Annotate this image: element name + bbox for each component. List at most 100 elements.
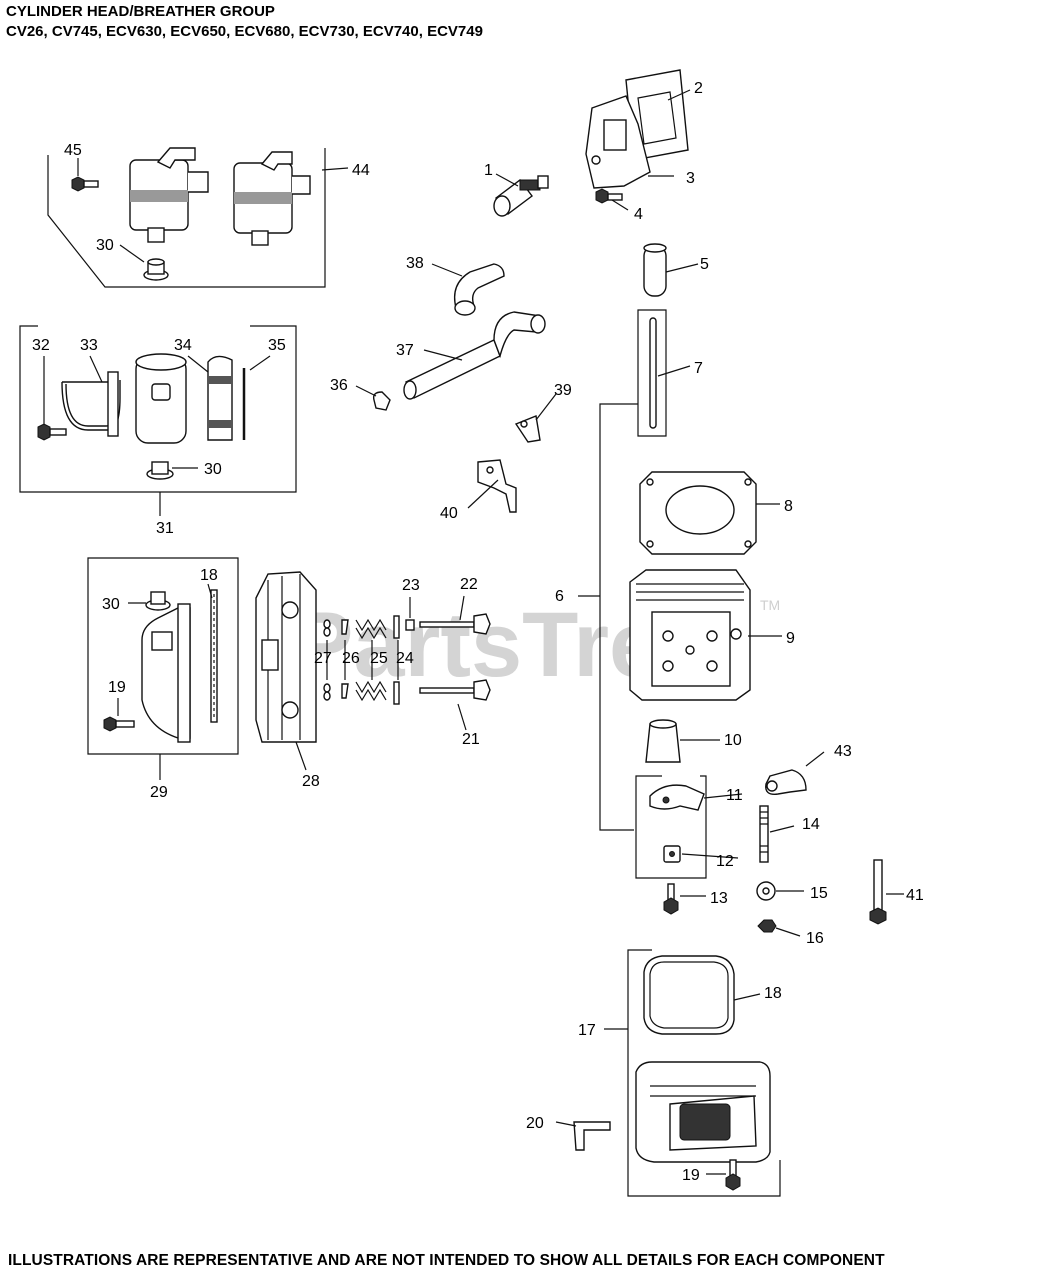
callout-1: 1 xyxy=(484,162,493,179)
breather-canister-left xyxy=(129,147,209,243)
valve-train xyxy=(323,595,491,731)
callout-11: 11 xyxy=(726,787,743,804)
group-44-bracket-line xyxy=(47,148,326,288)
exploded-parts-diagram: PartsTree TM xyxy=(19,69,924,1197)
valve-cover-29 xyxy=(141,603,191,743)
callout-25: 25 xyxy=(370,650,388,667)
valve-guide-10 xyxy=(645,719,681,763)
callout-26: 26 xyxy=(342,650,360,667)
clamp-36 xyxy=(372,391,391,411)
callout-16: 16 xyxy=(806,930,824,947)
pivot-12 xyxy=(663,845,681,863)
group-6-bracket-line xyxy=(599,403,638,831)
callout-34: 34 xyxy=(174,337,192,354)
callout-22: 22 xyxy=(460,576,478,593)
callout-18-left: 18 xyxy=(200,567,218,584)
push-rod-guide-5 xyxy=(643,243,667,297)
rocker-arm-11 xyxy=(649,784,705,811)
callout-36: 36 xyxy=(330,377,348,394)
callout-44: 44 xyxy=(352,162,370,179)
callout-19-right: 19 xyxy=(682,1167,700,1184)
callout-17: 17 xyxy=(578,1022,596,1039)
sensor-1 xyxy=(493,175,549,217)
gasket-18-right xyxy=(643,955,735,1035)
callout-20: 20 xyxy=(526,1115,544,1132)
retainers-26 xyxy=(341,619,349,699)
stud-14 xyxy=(759,805,769,863)
group-17-bracket-line xyxy=(627,949,781,1197)
callout-30-mid: 30 xyxy=(204,461,222,478)
group-17-valve-cover-kit xyxy=(555,949,781,1197)
breather-bracket-34 xyxy=(207,355,233,441)
grommet-30-mid xyxy=(146,461,174,480)
bolt-32 xyxy=(37,423,67,441)
gasket-18-left xyxy=(210,589,218,723)
bolt-45 xyxy=(71,176,99,192)
callout-41: 41 xyxy=(906,887,924,904)
callout-3: 3 xyxy=(686,170,695,187)
bracket-20 xyxy=(573,1121,611,1151)
bolt-4 xyxy=(595,188,623,204)
callout-24: 24 xyxy=(396,650,414,667)
nut-16 xyxy=(757,919,777,933)
watermark-tm: TM xyxy=(760,597,780,613)
breather-canister-34 xyxy=(135,353,187,444)
callout-10: 10 xyxy=(724,732,742,749)
callout-35: 35 xyxy=(268,337,286,354)
group-29-valve-cover xyxy=(87,557,239,780)
elbow-hose-38 xyxy=(453,263,505,316)
grommet-30-top xyxy=(143,258,169,281)
cylinder-head-28 xyxy=(255,571,317,771)
callout-33: 33 xyxy=(80,337,98,354)
group-31-bracket-line xyxy=(19,325,297,493)
callout-labels: 1 2 3 4 5 6 7 8 9 10 11 12 13 14 15 16 1… xyxy=(32,80,924,1184)
group-29-bracket-line xyxy=(87,557,239,755)
disclaimer-footer: ILLUSTRATIONS ARE REPRESENTATIVE AND ARE… xyxy=(8,1252,885,1269)
callout-4: 4 xyxy=(634,206,643,223)
callout-7: 7 xyxy=(694,360,703,377)
callout-6: 6 xyxy=(555,588,564,605)
callout-30-lower: 30 xyxy=(102,596,120,613)
head-gasket-8 xyxy=(639,471,757,555)
callout-21: 21 xyxy=(462,731,480,748)
cap-23 xyxy=(405,619,415,631)
grommet-30-lower xyxy=(145,591,171,611)
group-6-cylinder-head-kit xyxy=(578,243,904,937)
rocker-stud-43 xyxy=(765,769,807,795)
keepers-27 xyxy=(323,619,331,701)
group-11-12-bracket-line xyxy=(635,775,707,879)
top-parts xyxy=(493,69,691,217)
group-44-breather-kit xyxy=(47,147,349,288)
diagram-title: CYLINDER HEAD/BREATHER GROUP xyxy=(6,3,275,20)
callout-19-left: 19 xyxy=(108,679,126,696)
callout-31: 31 xyxy=(156,520,174,537)
callout-8: 8 xyxy=(784,498,793,515)
breather-hoses xyxy=(355,263,557,513)
bolt-41 xyxy=(869,859,887,925)
callout-40: 40 xyxy=(440,505,458,522)
callout-18-right: 18 xyxy=(764,985,782,1002)
callout-12: 12 xyxy=(716,853,734,870)
callout-13: 13 xyxy=(710,890,728,907)
exhaust-valve-22 xyxy=(419,613,491,635)
callout-9: 9 xyxy=(786,630,795,647)
springs-25 xyxy=(355,618,387,702)
callout-28: 28 xyxy=(302,773,320,790)
intake-valve-21 xyxy=(419,679,491,701)
callout-39: 39 xyxy=(554,382,572,399)
callout-45: 45 xyxy=(64,142,82,159)
washer-15 xyxy=(756,881,776,901)
breather-canister-right xyxy=(233,151,311,246)
callout-5: 5 xyxy=(700,256,709,273)
callout-23: 23 xyxy=(402,577,420,594)
bolt-19-right xyxy=(725,1159,741,1191)
callout-32: 32 xyxy=(32,337,50,354)
callout-37: 37 xyxy=(396,342,414,359)
callout-30-top: 30 xyxy=(96,237,114,254)
callout-38: 38 xyxy=(406,255,424,272)
clamp-33 xyxy=(61,371,121,437)
push-rod-7 xyxy=(637,309,667,437)
callout-14: 14 xyxy=(802,816,820,833)
bolt-19-left xyxy=(103,716,135,732)
group-31-breather-kit xyxy=(19,325,297,516)
